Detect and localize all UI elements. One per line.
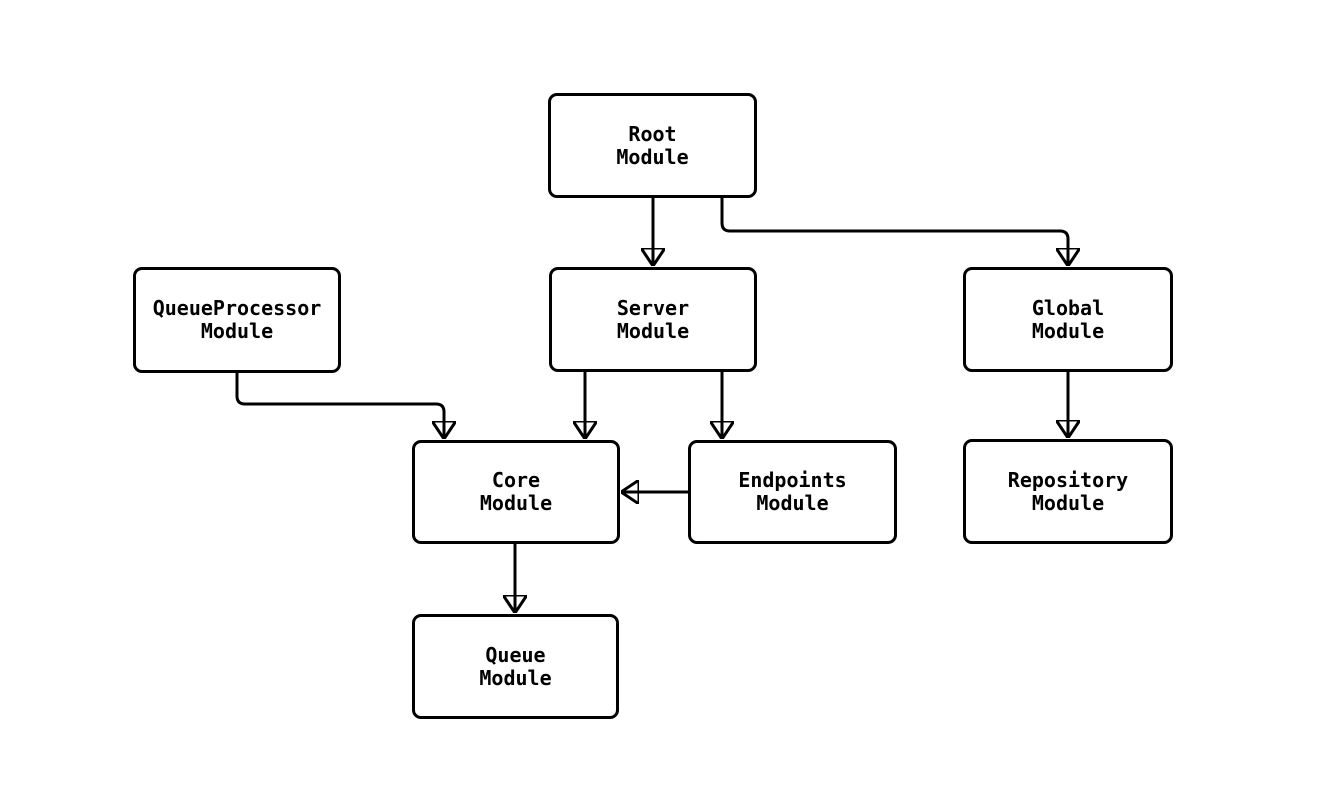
node-queueprocessor-module: QueueProcessor Module bbox=[133, 267, 341, 373]
node-queue-module: Queue Module bbox=[412, 614, 619, 719]
node-queueprocessor-module-label: QueueProcessor Module bbox=[152, 296, 322, 343]
node-repository-module: Repository Module bbox=[963, 439, 1173, 544]
node-core-module-label: Core Module bbox=[479, 468, 553, 515]
node-global-module-label: Global Module bbox=[1031, 295, 1105, 343]
edge-root-to-global bbox=[720, 196, 1068, 265]
node-queue-module-label: Queue Module bbox=[479, 642, 552, 690]
node-endpoints-module: Endpoints Module bbox=[688, 440, 897, 544]
node-root-module-label: Root Module bbox=[616, 121, 689, 169]
node-global-module: Global Module bbox=[963, 267, 1173, 372]
node-repository-module-label: Repository Module bbox=[1007, 467, 1129, 515]
node-server-module: Server Module bbox=[549, 267, 757, 372]
edge-queueprocessor-to-core bbox=[235, 371, 444, 438]
node-core-module: Core Module bbox=[412, 440, 620, 544]
node-endpoints-module-label: Endpoints Module bbox=[738, 468, 847, 515]
node-server-module-label: Server Module bbox=[616, 295, 690, 343]
node-root-module: Root Module bbox=[548, 93, 757, 198]
